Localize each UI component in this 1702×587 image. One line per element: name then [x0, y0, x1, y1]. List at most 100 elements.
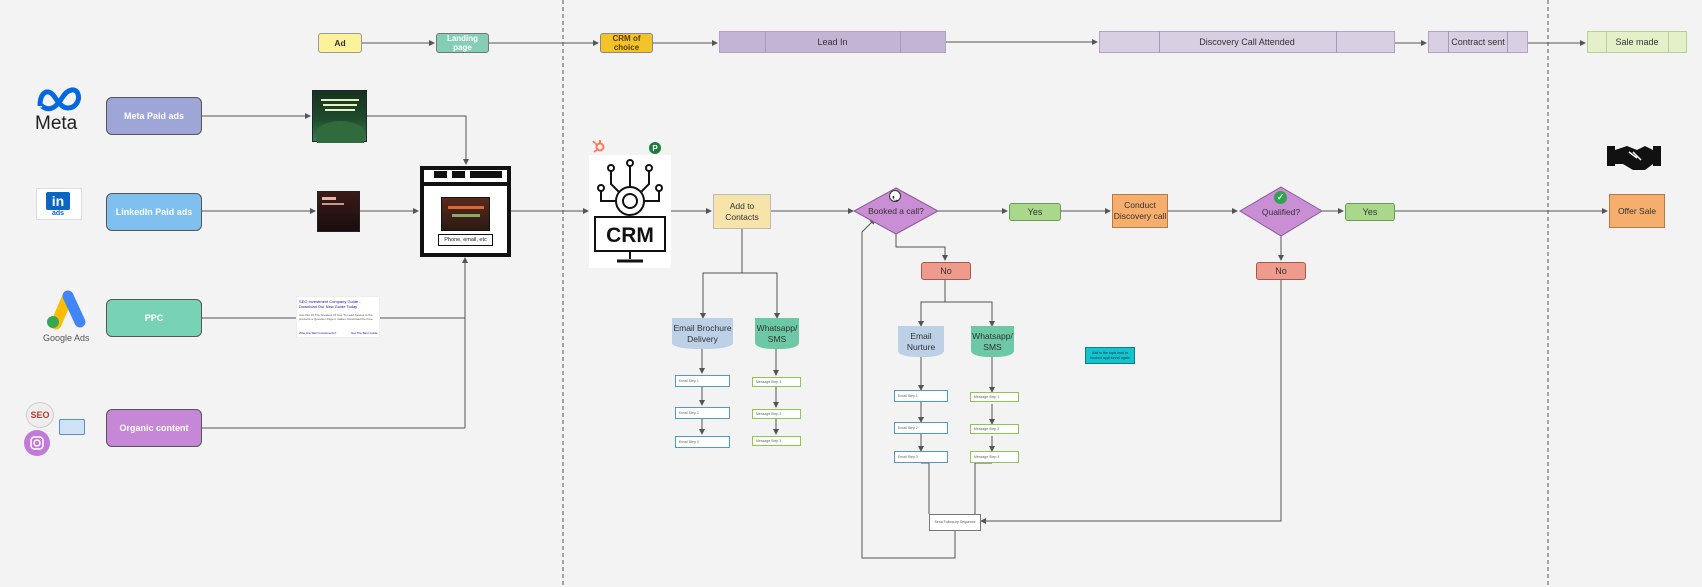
hubspot-icon — [591, 138, 607, 154]
email-step-text: Email Step 1 — [679, 379, 699, 383]
stage-landing-label: Landing page — [446, 34, 479, 52]
linkedin-in-text: in — [51, 193, 65, 209]
message-step-2: Message Step 2 — [970, 424, 1019, 434]
note-label: Add to the topic lead or booked appt fun… — [1090, 350, 1130, 360]
yes-box-1: Yes — [1009, 203, 1061, 221]
booked-call-diamond — [852, 187, 940, 235]
offer-sale-label: Offer Sale — [1617, 206, 1657, 216]
landing-preview-image — [441, 197, 490, 231]
email-step-2: Email Step 2 — [894, 422, 948, 434]
stage-crm-label: CRM of choice — [612, 34, 641, 52]
whatsapp-label-2: Whatsapp/ SMS — [972, 330, 1013, 352]
ppc-link-1[interactable]: Who Are SEO Investments? — [299, 331, 337, 335]
google-ads-wordmark: Google Ads — [43, 333, 90, 343]
linkedin-logo: in ads — [36, 188, 82, 220]
landing-header-block — [452, 171, 465, 178]
hubspot-sprocket-icon — [592, 140, 605, 153]
meta-paid-ads-box: Meta Paid ads — [106, 97, 202, 135]
seo-badge: SEO — [26, 402, 54, 428]
organic-logos: SEO — [24, 402, 90, 462]
linkedin-ads-text: ads — [52, 210, 65, 217]
stage-divider — [1606, 31, 1607, 53]
linkedin-paid-ads-label: LinkedIn Paid ads — [115, 207, 193, 217]
message-step-1: Message Step 1 — [752, 377, 801, 387]
meta-paid-ads-label: Meta Paid ads — [123, 111, 185, 121]
email-brochure-label: Email Brochure Delivery — [673, 322, 732, 344]
phone-icon — [889, 190, 901, 202]
landing-form-text: Phone, email, etc — [444, 237, 487, 243]
conduct-discovery-call-box: Conduct Discovery call — [1112, 194, 1168, 228]
crm-icon: CRM — [589, 155, 671, 268]
meta-ad-creative — [312, 90, 367, 143]
email-step-1: Email Step 1 — [675, 375, 730, 387]
ppc-search-ad-preview: SEO Investment Company Guide - Download … — [296, 296, 380, 338]
follow-up-label: Send Follow-up Sequence — [934, 520, 976, 524]
email-nurture-label: Email Nurture — [906, 330, 936, 352]
ad-text-line — [323, 104, 357, 106]
message-step-3: Message Step 3 — [752, 436, 801, 446]
landing-header-bar — [470, 171, 502, 178]
follow-up-sequence-box: Send Follow-up Sequence — [929, 514, 981, 531]
message-step-1: Message Step 1 — [970, 392, 1019, 402]
stage-divider — [1159, 31, 1160, 53]
qualified-diamond — [1239, 186, 1323, 237]
handshake-glyph-icon — [1607, 146, 1661, 170]
ppc-link-2[interactable]: Get The Best Guide — [351, 331, 378, 335]
stage-ad-label: Ad — [334, 38, 346, 48]
email-nurture-doc: Email Nurture — [898, 326, 944, 357]
landing-header-bar — [420, 182, 511, 186]
email-step-text: Email Step 3 — [898, 455, 918, 459]
crm-text: CRM — [606, 224, 654, 247]
stage-divider — [1336, 31, 1337, 53]
instagram-glyph-icon — [30, 436, 44, 450]
booked-call-label: Booked a call? — [862, 198, 930, 224]
ad-text-line — [325, 109, 355, 111]
pipedrive-badge: P — [649, 142, 661, 154]
qualified-text: Qualified? — [1261, 207, 1301, 217]
landing-preview-line — [448, 206, 484, 209]
check-icon: ✓ — [1274, 191, 1287, 204]
offer-sale-box: Offer Sale — [1609, 194, 1665, 228]
email-step-text: Email Step 2 — [679, 411, 699, 415]
stage-discovery-attended: Discovery Call Attended — [1099, 31, 1395, 53]
note-box: Add to the topic lead or booked appt fun… — [1085, 347, 1135, 364]
tiktok-icon — [59, 419, 85, 435]
stage-divider — [765, 31, 766, 53]
email-step-1: Email Step 1 — [894, 390, 948, 402]
email-step-text: Email Step 2 — [898, 426, 918, 430]
conduct-discovery-call-label: Conduct Discovery call — [1113, 200, 1167, 221]
no-box-1: No — [921, 262, 971, 280]
ppc-headline: SEO Investment Company Guide - Download … — [299, 299, 361, 309]
booked-call-text: Booked a call? — [868, 206, 924, 216]
ppc-body: Use this 10 The Greatest Of Use To Lead … — [299, 313, 374, 321]
add-to-contacts-label: Add to Contacts — [725, 200, 759, 222]
whatsapp-label-1: Whatsapp/ SMS — [756, 322, 798, 344]
message-step-3: Message Step 3 — [970, 451, 1019, 463]
email-step-text: Email Step 3 — [679, 440, 699, 444]
linkedin-ad-creative — [317, 191, 360, 232]
meta-logo: Meta — [34, 84, 86, 134]
stage-crm-choice: CRM of choice — [600, 33, 653, 53]
stage-contract-label: Contract sent — [1451, 37, 1505, 47]
message-step-text: Message Step 3 — [974, 455, 1000, 459]
yes-box-2: Yes — [1345, 203, 1395, 221]
stage-landing-page: Landing page — [436, 33, 489, 53]
stage-divider — [900, 31, 901, 53]
ad-text-line — [322, 197, 336, 200]
message-step-text: Message Step 3 — [756, 439, 782, 443]
message-step-2: Message Step 2 — [752, 409, 801, 419]
linkedin-in-icon: in — [46, 192, 70, 210]
handshake-icon — [1607, 140, 1661, 174]
ad-text-line — [321, 99, 359, 101]
pipedrive-letter: P — [652, 143, 658, 153]
ppc-label: PPC — [144, 313, 164, 323]
stage-sale-made: Sale made — [1587, 31, 1687, 53]
email-step-2: Email Step 2 — [675, 407, 730, 419]
landing-form-field[interactable]: Phone, email, etc — [438, 234, 493, 246]
no-box-2: No — [1256, 262, 1306, 280]
message-step-text: Message Step 1 — [974, 395, 1000, 399]
message-step-text: Message Step 2 — [974, 427, 1000, 431]
no-label-2: No — [1275, 266, 1287, 276]
